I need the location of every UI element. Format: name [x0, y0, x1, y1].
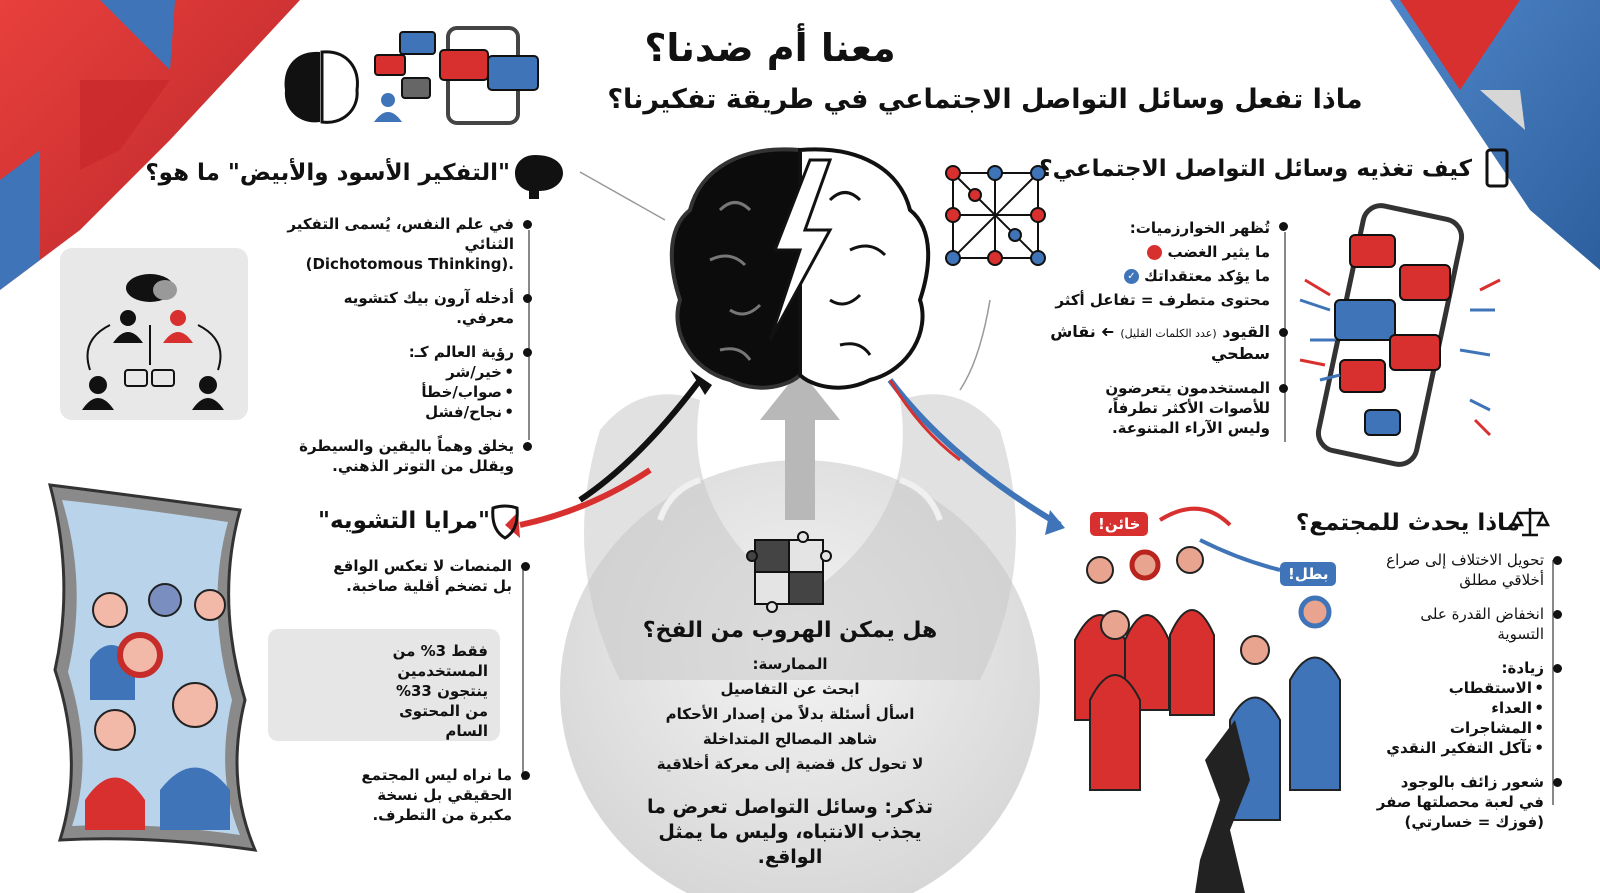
stat-text: فقط 3% من المستخدمين ينتجون 33% من المحت…: [392, 642, 488, 740]
practice-item: شاهد المصالح المتداخلة: [702, 730, 878, 748]
list-item: في علم النفس، يُسمى التفكير الثنائي (Dic…: [282, 214, 532, 274]
list-item: شعور زائف بالوجود في لعبة محصلتها صفر (ف…: [1372, 772, 1562, 832]
puzzle-illustration: [746, 531, 832, 613]
timeline-line: [528, 230, 530, 440]
timeline-line: [1284, 232, 1286, 442]
timeline-line: [522, 570, 524, 780]
mirrors-bullet-2: ما نراه ليس المجتمع الحقيقي بل نسخة مكبر…: [330, 765, 530, 839]
mirrors-bullet-1: المنصات لا تعكس الواقع بل تضخم أقلية صاخ…: [330, 556, 530, 610]
society-bullets: تحويل الاختلاف إلى صراع أخلاقي مطلق انخف…: [1372, 550, 1562, 846]
section-heading-mirrors: "مرايا التشويه": [318, 508, 490, 534]
phone-reactions-illustration: [1299, 203, 1501, 467]
header-icons: [284, 26, 539, 125]
smartphone-icon: [1485, 148, 1509, 188]
list-item: رؤية العالم كـ: خير/شر صواب/خطأ نجاح/فشل: [282, 342, 532, 422]
stat-box: فقط 3% من المستخدمين ينتجون 33% من المحت…: [268, 629, 500, 741]
practice-item: ابحث عن التفاصيل: [720, 680, 860, 698]
traitor-speech-bubble: خائن!: [1090, 512, 1149, 536]
list-item: تحويل الاختلاف إلى صراع أخلاقي مطلق: [1372, 550, 1562, 590]
section-heading-escape: هل يمكن الهروب من الفخ؟: [642, 618, 938, 643]
distorted-mirror-illustration: [47, 483, 258, 852]
section-heading-black-white: "التفكير الأسود والأبيض" ما هو؟: [145, 160, 510, 186]
crowd-conflict-illustration: [1074, 506, 1341, 893]
black-white-bullets: في علم النفس، يُسمى التفكير الثنائي (Dic…: [282, 214, 532, 490]
check-badge-icon: ✓: [1123, 269, 1139, 284]
list-item: ما نراه ليس المجتمع الحقيقي بل نسخة مكبر…: [330, 765, 530, 825]
list-item: المستخدمون يتعرضون للأصوات الأكثر تطرفاً…: [1088, 378, 1288, 438]
reminder-text: تذكر: وسائل التواصل تعرض ما يجذب الانتبا…: [646, 796, 934, 868]
brain-icon: [515, 155, 563, 199]
list-item: المنصات لا تعكس الواقع بل تضخم أقلية صاخ…: [330, 556, 530, 596]
page-subtitle: ماذا تفعل وسائل التواصل الاجتماعي في طري…: [607, 84, 1363, 115]
list-item: القيود (عدد الكلمات القليل) ➜ نقاش سطحي: [988, 322, 1288, 364]
list-item: تُظهر الخوارزميات: ما يثير الغضب ما يؤكد…: [988, 216, 1288, 312]
social-feed-bullets: تُظهر الخوارزميات: ما يثير الغضب ما يؤكد…: [988, 216, 1288, 452]
practice-label: الممارسة:: [752, 655, 828, 673]
list-item: زيادة: الاستقطاب العداء المشاجرات تآكل ا…: [1372, 658, 1562, 758]
timeline-line: [1552, 560, 1554, 805]
polarization-diagram-icon: [60, 248, 248, 420]
arrow-icon: ➜: [1101, 322, 1115, 341]
page-title: معنا أم ضدنا؟: [644, 26, 896, 70]
list-item: انخفاض القدرة على التسوية: [1372, 604, 1562, 644]
section-heading-social-feed: كيف تغذيه وسائل التواصل الاجتماعي؟: [1039, 156, 1472, 182]
scales-icon: [1509, 508, 1551, 537]
section-heading-society: ماذا يحدث للمجتمع؟: [1295, 510, 1520, 536]
split-brain-illustration: [669, 147, 931, 390]
practice-item: لا تحول كل قضية إلى معركة أخلاقية: [656, 755, 924, 773]
theater-mask-icon: [491, 504, 519, 540]
network-graph-icon: [945, 165, 1046, 266]
practice-item: اسأل أسئلة بدلاً من إصدار الأحكام: [665, 705, 915, 723]
angry-face-icon: [1147, 245, 1163, 260]
hero-speech-bubble: بطل!: [1280, 562, 1337, 586]
list-item: أدخله آرون بيك كتشويه معرفي.: [282, 288, 532, 328]
list-item: يخلق وهماً باليقين والسيطرة ويقلل من الت…: [282, 436, 532, 476]
